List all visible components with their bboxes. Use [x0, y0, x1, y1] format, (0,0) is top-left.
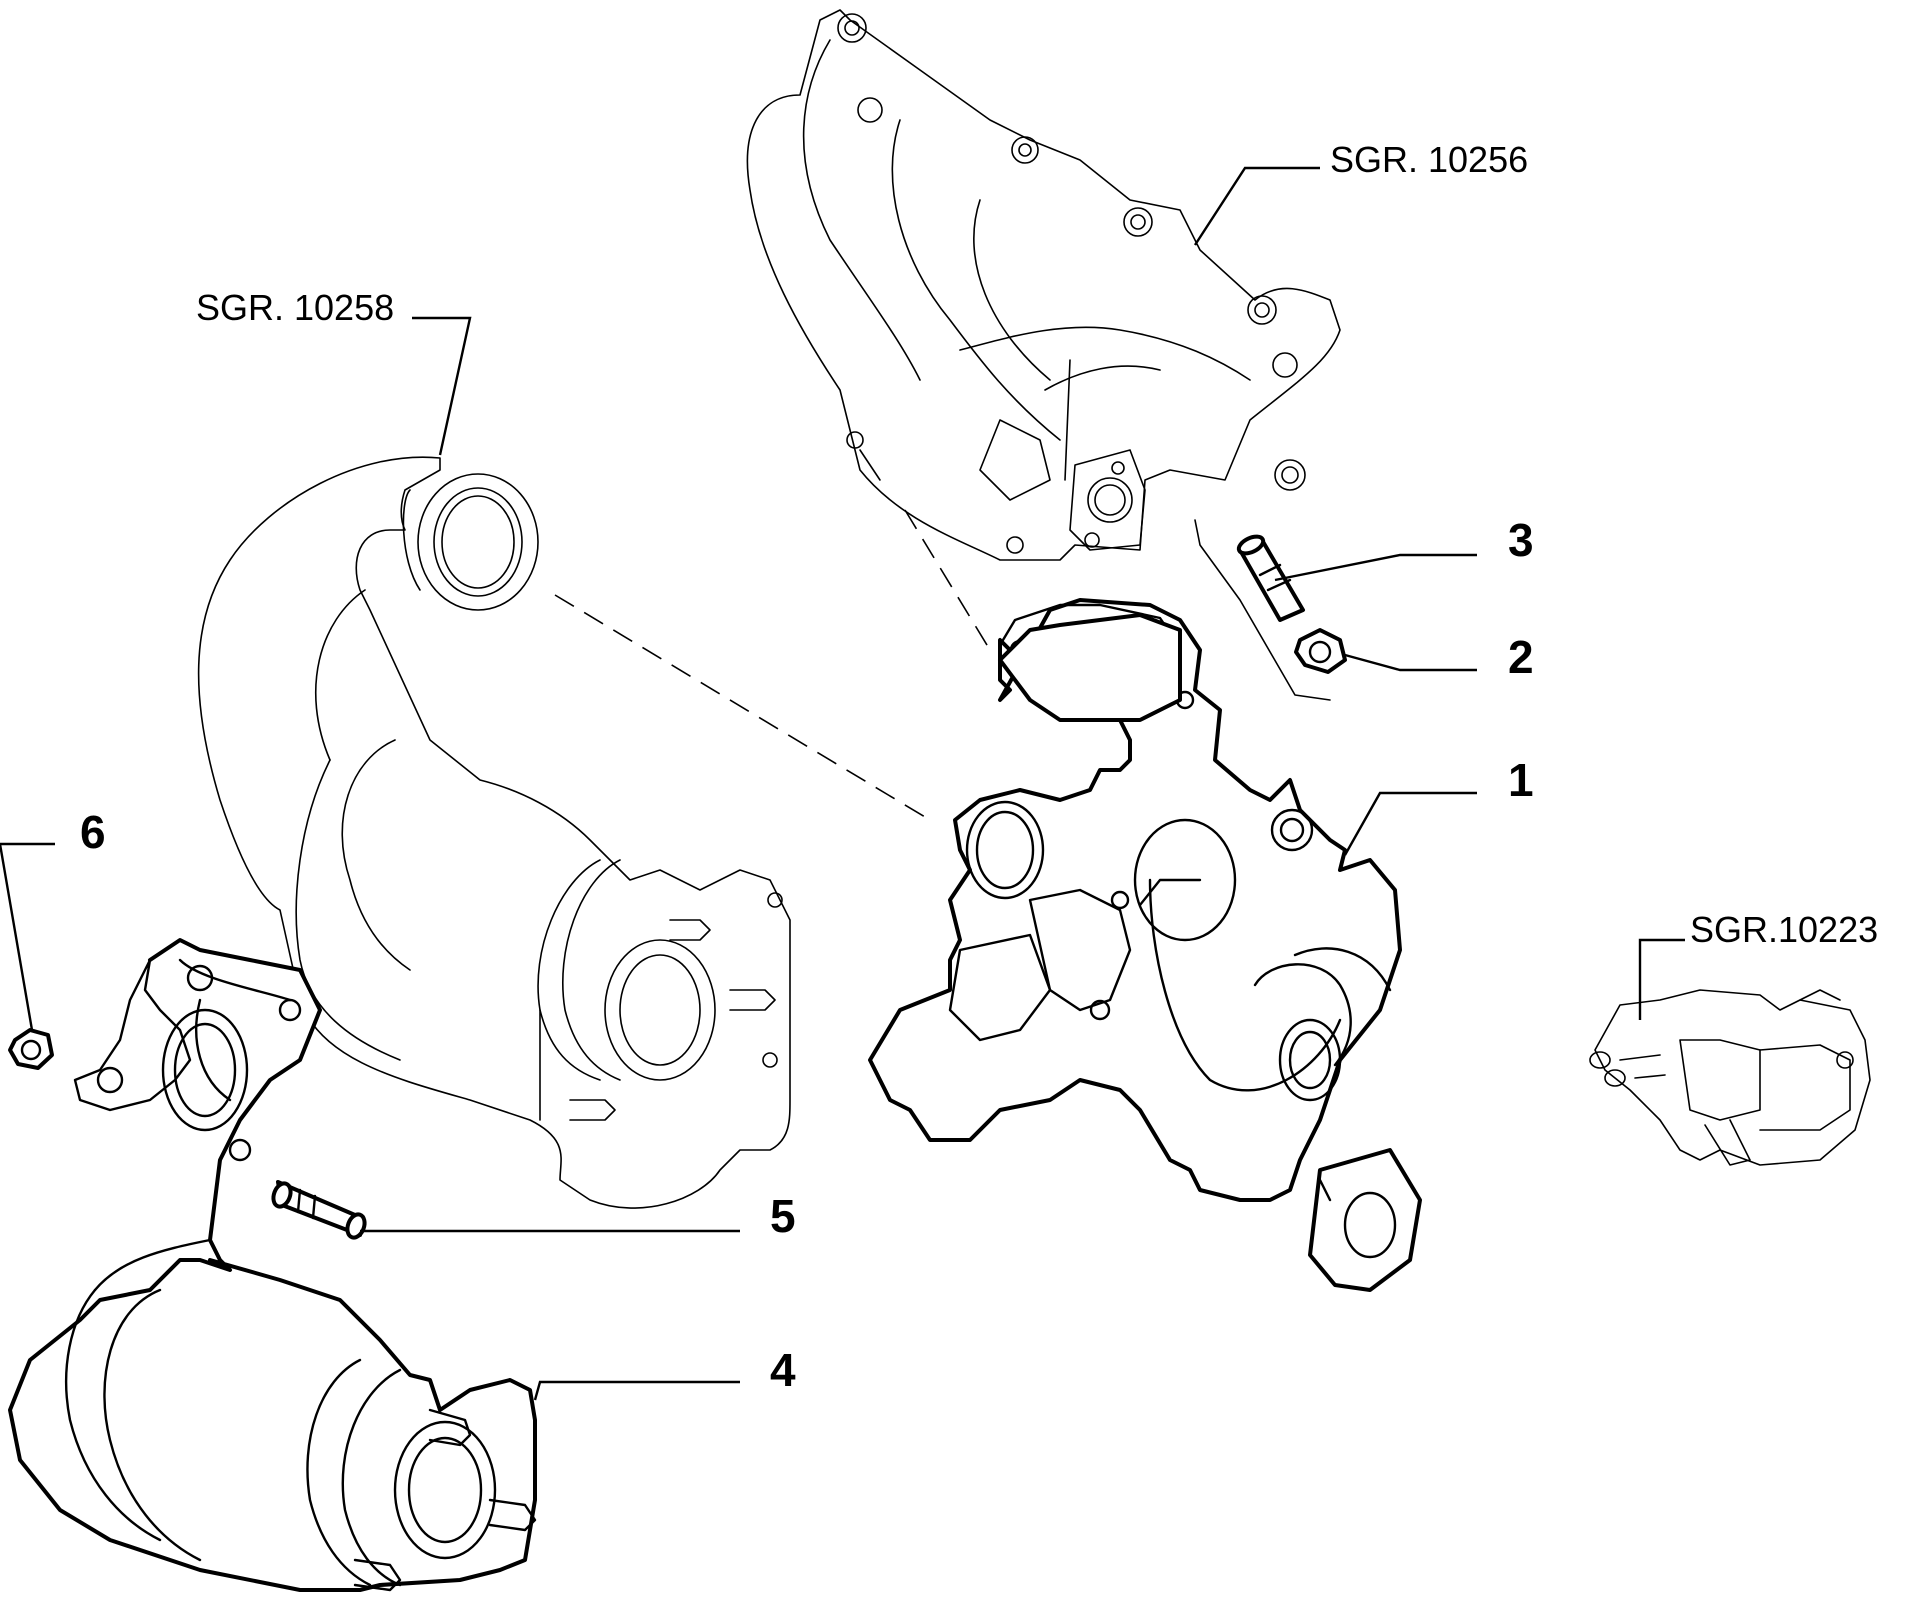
ref-solenoid-valve: SGR.10223: [1690, 909, 1878, 950]
nut-drawing: [1294, 628, 1347, 674]
ref-catalytic-pipe: SGR. 10258: [196, 287, 394, 328]
part-number-4: 4: [770, 1344, 796, 1396]
connection-lines: [554, 509, 1331, 821]
exhaust-manifold-drawing: [746, 9, 1341, 561]
stud-drawing: [1236, 534, 1305, 622]
ref-exhaust-manifold: SGR. 10256: [1330, 139, 1528, 180]
stud-lower-drawing: [271, 1180, 367, 1240]
catalytic-converter-drawing: [8, 938, 537, 1592]
catalytic-pipe-drawing: [197, 456, 791, 1209]
part-number-stud: 3: [1508, 514, 1534, 566]
solenoid-valve-drawing: [1589, 989, 1871, 1166]
part-number-2: 2: [1508, 631, 1534, 683]
part-number-1: 1: [1508, 754, 1534, 806]
turbo-inlet-flange-drawing: [998, 613, 1182, 722]
part-number-6: 6: [80, 806, 106, 858]
nut-left-drawing: [8, 1028, 54, 1070]
part-number-5: 5: [770, 1190, 796, 1242]
leader-lines: [0, 166, 1685, 1401]
